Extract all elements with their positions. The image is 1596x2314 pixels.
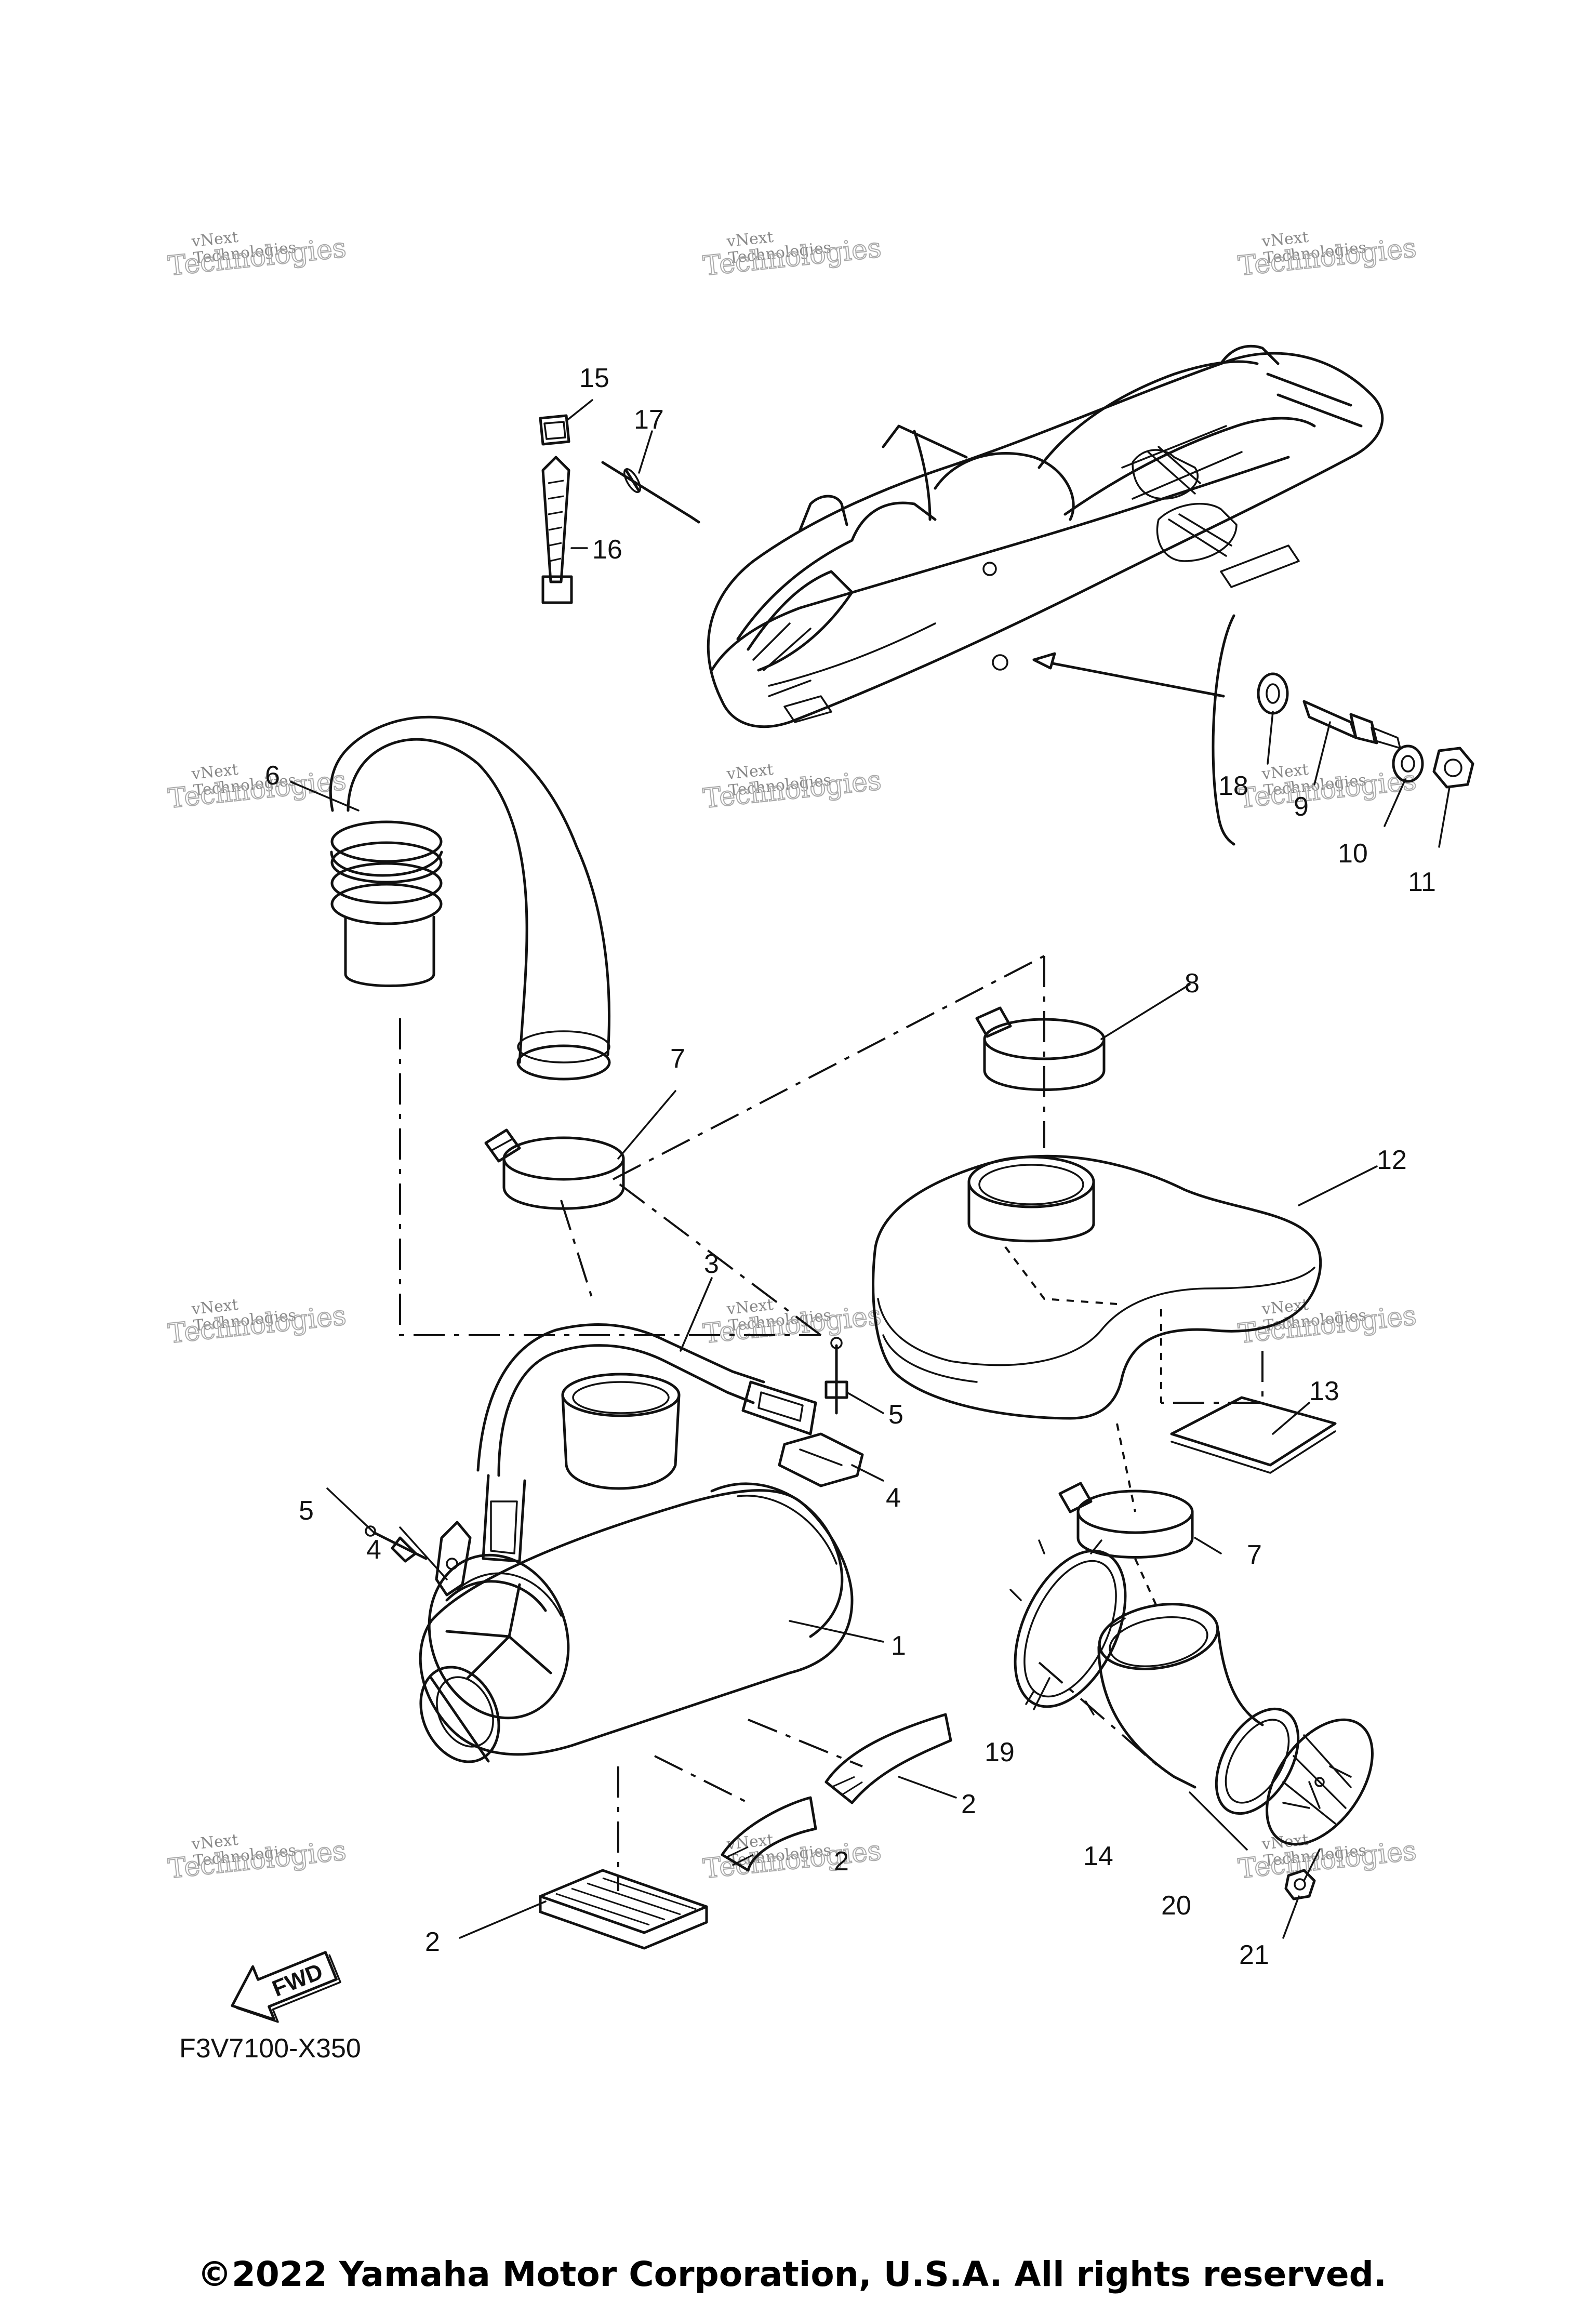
callout-15: 15: [579, 363, 609, 393]
callout-4: 4: [366, 1535, 381, 1565]
strap-3: [476, 1323, 817, 1563]
watermark: vNext Technologies Technologies: [1236, 1296, 1419, 1350]
pad-13: [1161, 1351, 1337, 1474]
callout-21: 21: [1239, 1940, 1269, 1970]
pad-2-center: [721, 1796, 817, 1872]
duct-14: [1097, 1603, 1300, 1815]
watermark: vNext Technologies Technologies: [701, 1831, 884, 1885]
callout-6: 6: [265, 761, 280, 791]
callout-1: 1: [891, 1631, 906, 1661]
washer-10: [1392, 744, 1424, 783]
callout-18: 18: [1218, 771, 1248, 801]
callout-13: 13: [1309, 1376, 1339, 1406]
resonator-chamber-12: [872, 1154, 1322, 1420]
nut-11: [1432, 747, 1474, 789]
screen-20: [1266, 1718, 1374, 1846]
callout-2: 2: [834, 1846, 849, 1877]
leader-lines: [290, 399, 1451, 1939]
mount-ring-19: [1009, 1539, 1127, 1715]
nut-21: [1284, 1869, 1316, 1900]
rivet-5-left: [365, 1525, 428, 1563]
copyright-notice: ©2022 Yamaha Motor Corporation, U.S.A. A…: [197, 2254, 1387, 2294]
grommet-18: [1257, 672, 1289, 715]
band-holder-15: [539, 414, 570, 446]
callout-labels: 1 2 2 2 2 3 4 4 5 5 6 7 7 8 9 10 11 12 1…: [265, 363, 1436, 1970]
watermark: vNext Technologies Technologies: [701, 1296, 884, 1350]
watermark: vNext Technologies Technologies: [1236, 1831, 1419, 1885]
callout-16: 16: [592, 535, 622, 565]
watermark: vNext Technologies Technologies: [1236, 228, 1419, 283]
bracket-4-right: [778, 1432, 864, 1487]
callout-7: 7: [1247, 1540, 1262, 1570]
callout-5: 5: [888, 1400, 903, 1430]
callout-8: 8: [1185, 968, 1200, 999]
silencer-1: [419, 1373, 854, 1763]
callout-14: 14: [1083, 1841, 1113, 1871]
detail-bracket: [1032, 614, 1235, 846]
callout-2: 2: [961, 1789, 976, 1819]
watermark: vNext Technologies Technologies: [701, 761, 884, 815]
watermark: vNext Technologies Technologies: [166, 761, 349, 815]
watermark: vNext Technologies Technologies: [166, 1831, 349, 1885]
watermark: vNext Technologies Technologies: [701, 228, 884, 283]
watermark: vNext Technologies Technologies: [166, 228, 349, 283]
hose-clamp-7-upper: [484, 1128, 625, 1210]
bolt-9: [1302, 700, 1401, 749]
callout-4: 4: [886, 1483, 901, 1513]
callout-9: 9: [1294, 792, 1309, 822]
hose-clamp-7-lower: [1058, 1482, 1194, 1559]
cable-tie-16: [541, 456, 573, 604]
callout-12: 12: [1377, 1145, 1407, 1175]
watermark-layer: vNext Technologies Technologies vNext Te…: [166, 228, 1419, 1885]
callout-17: 17: [634, 405, 664, 435]
callout-20: 20: [1161, 1891, 1191, 1921]
fwd-arrow-icon: FWD: [231, 1951, 341, 2023]
pad-2-right-upper: [824, 1713, 952, 1804]
rivet-5-right: [824, 1337, 848, 1415]
callout-10: 10: [1338, 839, 1368, 869]
callout-11: 11: [1408, 867, 1436, 897]
callout-19: 19: [985, 1737, 1015, 1767]
pin-17: [601, 461, 700, 524]
callout-2: 2: [425, 1927, 440, 1957]
callout-5: 5: [299, 1496, 314, 1526]
watermark: vNext Technologies Technologies: [1236, 761, 1419, 815]
hose-clamp-8: [975, 1006, 1106, 1091]
figure-code: F3V7100-X350: [179, 2033, 361, 2064]
callout-7: 7: [670, 1044, 685, 1074]
watercraft-illustration: [707, 344, 1384, 728]
intake-hose-6: [329, 715, 611, 1081]
callout-3: 3: [704, 1249, 719, 1279]
pad-2-lower-left: [539, 1869, 708, 1950]
watermark: vNext Technologies Technologies: [166, 1296, 349, 1350]
